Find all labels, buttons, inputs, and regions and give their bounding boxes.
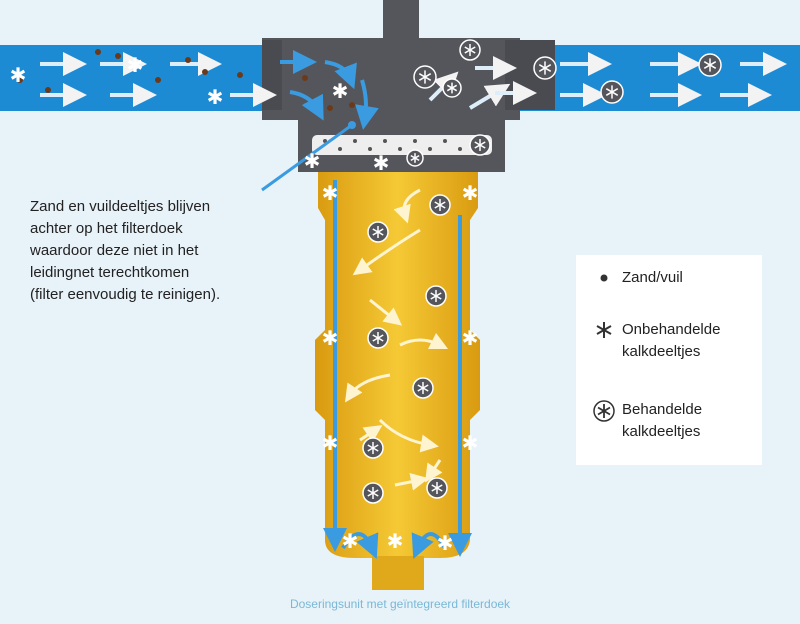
svg-text:✱: ✱ <box>373 151 390 175</box>
svg-text:✱: ✱ <box>437 531 454 555</box>
annotation-line: achter op het filterdoek <box>30 220 183 237</box>
treated-particle <box>362 482 384 504</box>
svg-text:✱: ✱ <box>322 326 339 350</box>
annotation-leader <box>261 123 353 192</box>
svg-text:✱: ✱ <box>342 529 359 553</box>
treated-particle <box>413 65 437 89</box>
untreated-particles: ✱✱✱✱✱✱ ✱✱✱✱✱✱✱✱✱ <box>10 53 479 555</box>
filter-bowl <box>315 172 480 558</box>
dot-icon <box>600 274 608 282</box>
annotation-line: Zand en vuildeeltjes blijven <box>30 198 211 215</box>
treated-particle <box>698 53 722 77</box>
treated-particle <box>367 327 389 349</box>
bowl-nozzle <box>372 556 424 590</box>
treated-particles <box>362 39 722 504</box>
legend-label: Zand/vuil <box>622 269 683 286</box>
treated-particle <box>600 80 624 104</box>
svg-text:✱: ✱ <box>127 53 144 77</box>
treated-particle <box>425 285 447 307</box>
annotation-line: waardoor deze niet in het <box>30 242 199 259</box>
svg-text:✱: ✱ <box>462 431 479 455</box>
svg-text:✱: ✱ <box>387 529 404 553</box>
filter-head-nub <box>383 0 419 40</box>
treated-particle <box>469 134 491 156</box>
circled-asterisk-icon <box>593 400 615 422</box>
asterisk-icon <box>596 322 612 338</box>
treated-particle <box>367 221 389 243</box>
treated-particle <box>426 477 448 499</box>
caption: Doseringsunit met geïntegreerd filterdoe… <box>289 597 511 611</box>
svg-text:✱: ✱ <box>322 431 339 455</box>
svg-text:✱: ✱ <box>462 326 479 350</box>
treated-particle <box>442 78 462 98</box>
treated-particle <box>459 39 481 61</box>
annotation-line: (filter eenvoudig te reinigen). <box>30 286 221 303</box>
svg-text:✱: ✱ <box>322 181 339 205</box>
treated-particle <box>412 377 434 399</box>
treated-particle <box>406 149 424 167</box>
annotation-line: leidingnet terechtkomen <box>30 264 190 281</box>
filter-annotation: Zand en vuildeeltjes blijven achter op h… <box>30 196 220 306</box>
svg-text:✱: ✱ <box>10 63 27 87</box>
treated-particle <box>362 437 384 459</box>
sand-particles <box>17 49 355 111</box>
treated-particle <box>533 56 557 80</box>
svg-text:✱: ✱ <box>332 79 349 103</box>
svg-text:✱: ✱ <box>304 149 321 173</box>
svg-text:✱: ✱ <box>207 85 224 109</box>
svg-text:✱: ✱ <box>462 181 479 205</box>
treated-particle <box>429 194 451 216</box>
filter-cloth <box>312 135 492 155</box>
